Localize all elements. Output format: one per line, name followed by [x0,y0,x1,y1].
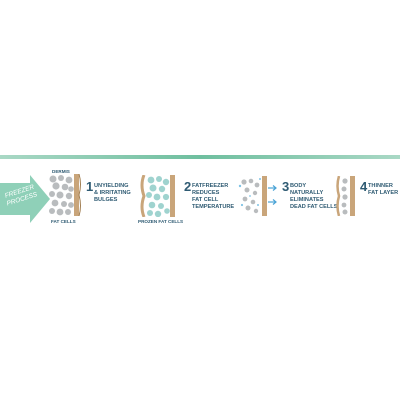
fat-cells [341,178,348,215]
step-4-line: THINNER [368,183,393,189]
header-band [0,155,400,159]
step-4-number: 4 [360,179,368,194]
step-2-number: 2 [184,179,192,194]
step-2-line: REDUCES [192,190,220,196]
dermis-layer [262,176,267,216]
step-2-line: FATFREEZER [192,183,229,189]
step-3-line: ELIMINATES [290,197,324,203]
fat-cells [49,175,74,216]
step-2-line: FAT CELL [192,197,219,203]
fat-cells-label: FAT CELLS [51,219,76,224]
step-1-line: UNYIELDING [94,183,129,189]
step-1-number: 1 [86,179,94,194]
panel-initial-fat [49,174,81,216]
freezer-process-arrow [0,175,50,223]
fat-cells [241,178,260,214]
ice-crystals [238,178,261,207]
outer-skin-curve [336,176,341,216]
dermis-layer [74,174,79,216]
dermis-layer [170,175,175,217]
step-1-line: & IRRITATING [94,190,131,196]
step-4-text: THINNER FAT LAYER [368,183,398,197]
dermis-label: DERMIS [52,169,70,174]
step-3-line: DEAD FAT CELLS [290,204,338,210]
step-4-line: FAT LAYER [368,190,399,196]
step-3-number: 3 [282,179,290,194]
step-3-line: BODY [290,183,307,189]
step-1-text: UNYIELDING & IRRITATING BULGES [94,183,131,204]
step-3-line: NATURALLY [290,190,324,196]
frozen-fat-cells-label: PROZEN FAT CELLS [138,219,184,224]
panel-thinner-layer [336,176,355,216]
panel-frozen-fat [140,175,175,217]
step-2-line: TEMPERATURE [192,204,235,210]
panel-elimination [238,176,277,216]
step-3-text: BODY NATURALLY ELIMINATES DEAD FAT CELLS [290,183,337,211]
step-1-line: BULGES [94,197,118,203]
outer-skin-curve [140,175,146,217]
dermis-layer [350,176,355,216]
elimination-arrows [268,185,277,205]
step-2-text: FATFREEZER REDUCES FAT CELL TEMPERATURE [192,183,234,211]
frozen-fat-cells [146,176,170,217]
